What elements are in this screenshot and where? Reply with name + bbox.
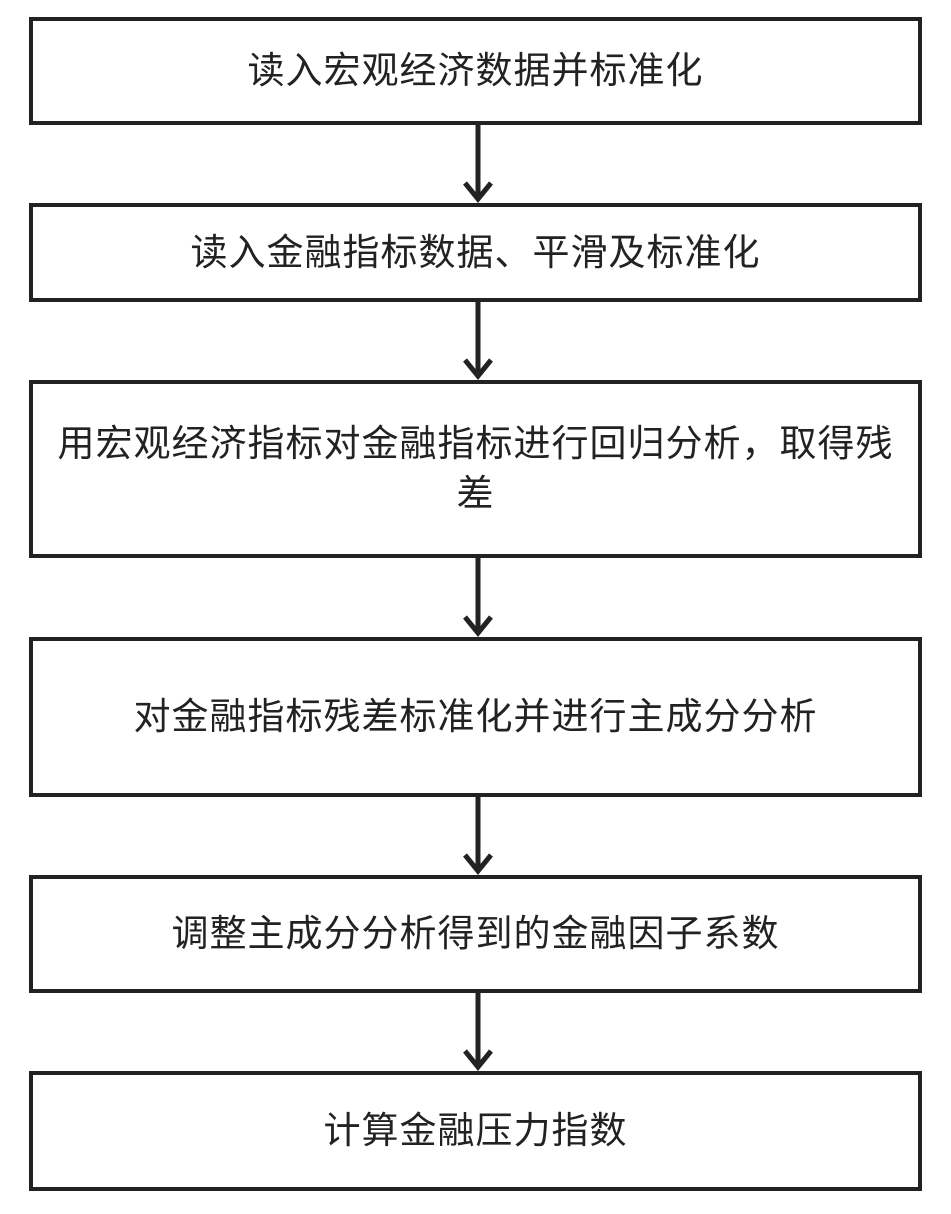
flow-step-2-label: 读入金融指标数据、平滑及标准化: [190, 230, 761, 274]
flow-step-4: 对金融指标残差标准化并进行主成分分析: [29, 637, 922, 797]
flow-step-6: 计算金融压力指数: [29, 1071, 922, 1191]
flow-step-2: 读入金融指标数据、平滑及标准化: [29, 203, 922, 302]
arrow-4-to-5: [463, 797, 493, 875]
flow-step-5: 调整主成分分析得到的金融因子系数: [29, 875, 922, 993]
flow-step-3: 用宏观经济指标对金融指标进行回归分析，取得残差: [29, 380, 922, 558]
flow-step-6-label: 计算金融压力指数: [323, 1109, 628, 1152]
arrow-2-to-3: [463, 302, 493, 380]
arrow-3-to-4: [463, 558, 493, 637]
arrow-1-to-2: [463, 125, 493, 203]
flow-step-3-label: 用宏观经济指标对金融指标进行回归分析，取得残差: [57, 422, 894, 515]
flow-step-4-label: 对金融指标残差标准化并进行主成分分析: [133, 695, 818, 738]
arrow-5-to-6: [463, 993, 493, 1071]
flow-step-1-label: 读入宏观经济数据并标准化: [247, 49, 704, 92]
flow-step-1: 读入宏观经济数据并标准化: [29, 17, 922, 125]
flow-step-5-label: 调整主成分分析得到的金融因子系数: [171, 912, 780, 955]
